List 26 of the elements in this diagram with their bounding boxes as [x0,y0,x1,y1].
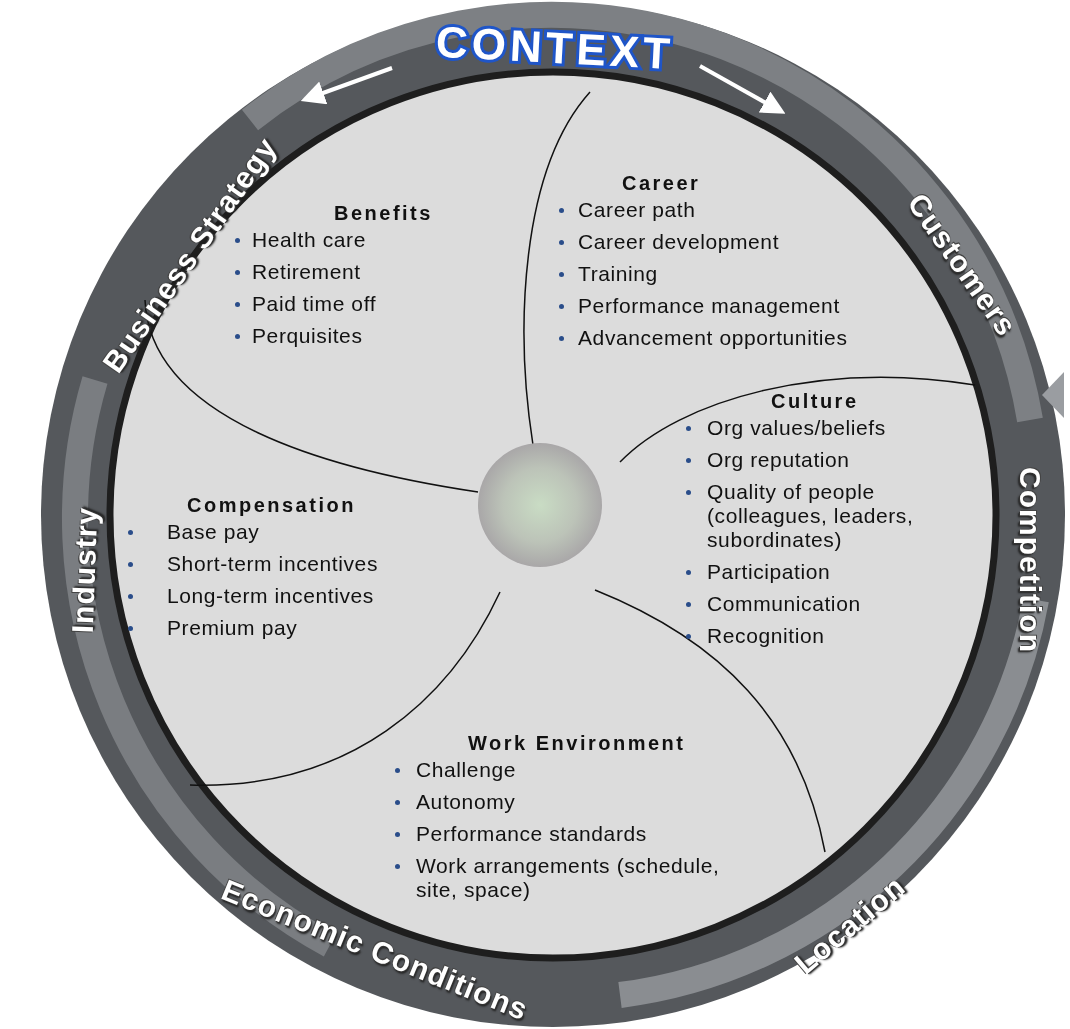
segment-heading: Compensation [186,493,357,518]
bullet-item: Short-term incentives [125,552,455,576]
segment-heading: Career [621,171,702,196]
bullet-item: Premium pay [125,616,455,640]
bullet-item: Org values/beliefs [683,416,953,440]
bullet-item: Participation [683,560,953,584]
bullet-item: Base pay [125,520,455,544]
bullet-item: Perquisites [232,324,472,348]
ring-label: Industry [65,506,105,634]
ring-title: CONTEXT [434,16,676,80]
bullet-item: Autonomy [392,790,732,814]
bullet-item: Quality of people (colleagues, leaders, subordinates) [683,480,953,552]
bullet-item: Challenge [392,758,732,782]
bullet-item: Retirement [232,260,472,284]
bullet-item: Paid time off [232,292,472,316]
bullet-item: Recognition [683,624,953,648]
bullet-item: Long-term incentives [125,584,455,608]
segment-heading: Benefits [333,201,434,226]
bullet-item: Communication [683,592,953,616]
segment-heading: Culture [770,389,860,414]
segment-heading: Work Environment [467,731,687,756]
ring-label: Competition [1013,467,1047,653]
bullet-item: Advancement opportunities [556,326,976,350]
bullet-item: Work arrangements (schedule, site, space) [392,854,732,902]
bullet-item: Performance standards [392,822,732,846]
bullet-item: Org reputation [683,448,953,472]
